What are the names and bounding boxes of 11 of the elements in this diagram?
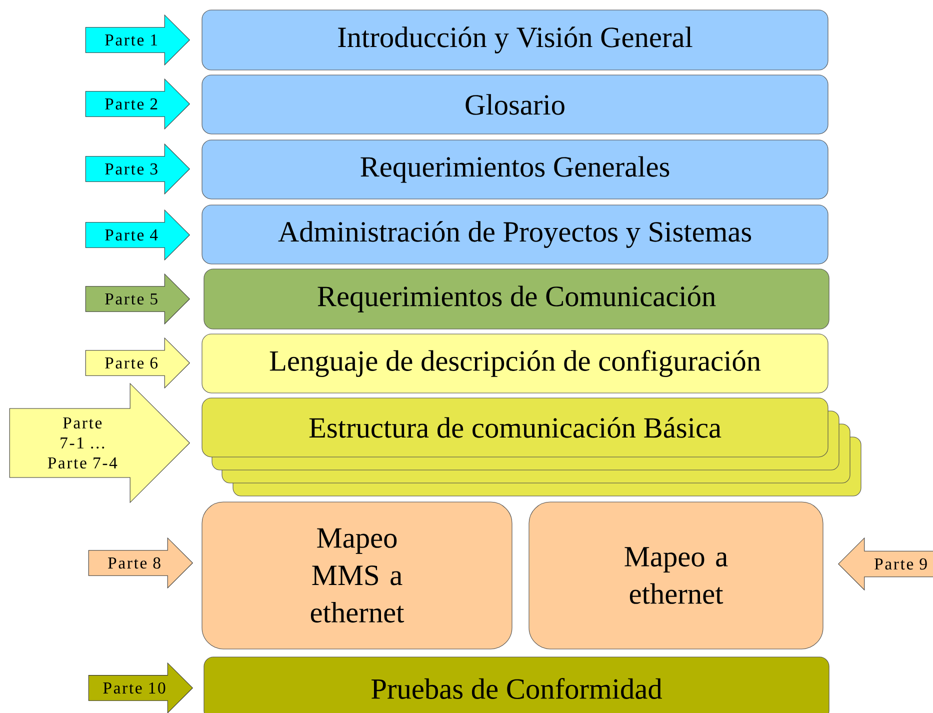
section-box: Lenguaje de descripción de configuración: [202, 334, 828, 394]
section-box: Pruebas de Conformidad: [204, 656, 830, 713]
section-box: Mapeo a ethernet: [528, 502, 824, 650]
node-label: Estructura de comunicación Básica: [309, 417, 722, 438]
section-box: Glosario: [202, 74, 828, 134]
section-box: Administración de Proyectos y Sistemas: [202, 204, 828, 264]
stacked-boxes: Estructura de comunicación Básica: [202, 398, 862, 496]
section-box: Requerimientos de Comunicación: [204, 268, 830, 330]
section-box: Introducción y Visión General: [202, 10, 828, 70]
section-box: Mapeo MMS a ethernet: [202, 502, 512, 650]
section-box: Requerimientos Generales: [202, 140, 828, 200]
